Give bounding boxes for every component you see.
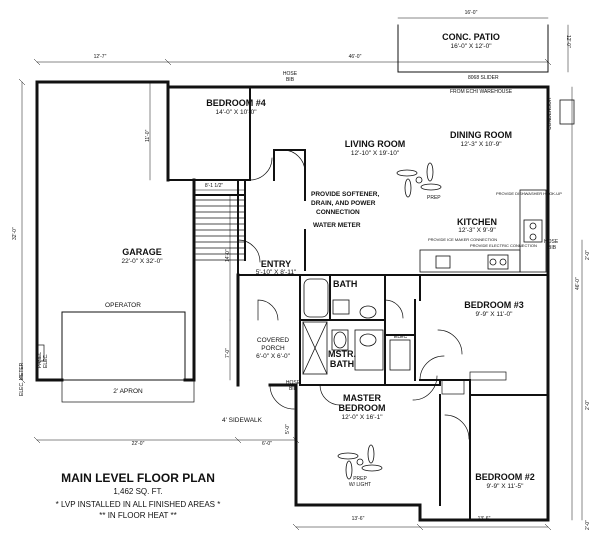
condensor-unit (559, 99, 575, 125)
panel-box (37, 344, 45, 362)
bath-fixtures (302, 278, 411, 375)
bedroom4-size: 14'-0" X 10'-0" (215, 109, 257, 116)
dim-bottom-right: 13'-6" (477, 516, 491, 522)
apron (61, 379, 195, 403)
dishwasher-label: PROVIDE DISHWASHER HOOK-UP (496, 191, 562, 196)
patio-outline (397, 24, 549, 73)
dim-porch-offset: 5'-0" (285, 424, 291, 434)
kitchen-name: KITCHEN (457, 217, 497, 227)
kitchen-size: 12'-3" X 9'-9" (458, 227, 496, 234)
dim-stair-width: 8'-1 1/2" (204, 183, 224, 189)
door-swings (237, 149, 470, 440)
dim-garage-depth: 32'-0" (12, 227, 18, 240)
garage-size: 22'-0" X 32'-0" (121, 258, 163, 265)
slider-label: 8068 SLIDER (468, 75, 499, 81)
master-fan-prep: PREP (353, 476, 367, 482)
softener-line2: DRAIN, AND POWER (311, 200, 376, 207)
dim-bottom-left: 13'-6" (351, 516, 365, 522)
garage-door (61, 311, 186, 381)
dim-house-depth: 46'-0" (575, 277, 581, 290)
hose-bib-porch-2: BIB (288, 386, 298, 392)
hose-bib-porch-1: HOSE (285, 380, 301, 386)
patio-name: CONC. PATIO (442, 32, 500, 42)
ceiling-fan-living (396, 162, 442, 198)
operator-label: OPERATOR (105, 302, 141, 309)
warehouse-label: FROM ECHI WAREHOUSE (450, 89, 513, 95)
bedroom3-name: BEDROOM #3 (464, 300, 524, 310)
master-fan-light: W/ LIGHT (348, 482, 372, 488)
plan-note-heat: ** IN FLOOR HEAT ** (99, 511, 177, 520)
dim-porch-depth: 7'-0" (225, 348, 231, 358)
hose-bib-top-2: BIB (285, 77, 295, 83)
porch-name1: COVERED (256, 337, 290, 344)
dining-name: DINING ROOM (450, 130, 512, 140)
kitchen-cabinets (419, 189, 547, 273)
dim-porch-width: 6'-0" (262, 441, 272, 447)
dim-patio-width: 16'-0" (464, 10, 478, 16)
mstr-bath-name1: MSTR. (328, 349, 356, 359)
sidewalk-label: 4' SIDEWALK (222, 417, 263, 424)
bedroom3-closet (469, 371, 507, 381)
living-name: LIVING ROOM (344, 139, 406, 149)
panel-elec-label: ELEC. (43, 353, 49, 368)
living-size: 12'-10" X 19'-10" (350, 150, 400, 157)
dim-garage-width: 22'-0" (131, 441, 145, 447)
master-name1: MASTER (343, 393, 381, 403)
hose-bib-top-1: HOSE (282, 71, 298, 77)
dim-house-top: 46'-0" (348, 54, 362, 60)
plan-title: MAIN LEVEL FLOOR PLAN (61, 471, 215, 485)
freezer-label: PROVIDE ELECTRIC CONNECTION (470, 243, 537, 248)
plan-note-lvp: * LVP INSTALLED IN ALL FINISHED AREAS * (55, 500, 221, 509)
hose-bib-right-2: BIB (548, 245, 557, 251)
bedroom2-name: BEDROOM #2 (475, 472, 535, 482)
water-meter-label: WATER METER (313, 222, 361, 229)
interior-walls (167, 86, 549, 521)
porch-size: 6'-0" X 6'-0" (256, 353, 290, 360)
mstr-bath-name2: BATH (329, 359, 355, 369)
tick-marks (18, 58, 552, 531)
apron-label: 2' APRON (113, 388, 143, 395)
dimension-lines (21, 17, 583, 528)
softener-line1: PROVIDE SOFTENER, (311, 191, 380, 198)
bath-name: BATH (333, 279, 358, 289)
elec-meter-label: ELEC. METER (19, 362, 25, 396)
entry-size: 5'-10" X 8'-11" (255, 269, 297, 276)
master-size: 12'-0" X 16'-1" (341, 414, 383, 421)
condensor-label: CONDENSOR (547, 97, 553, 130)
hose-bib-right-1: HOSE (544, 239, 559, 245)
softener-line3: CONNECTION (316, 209, 360, 216)
dim-offset-3: 2'-0" (585, 250, 591, 260)
dim-offset-2: 2'-0" (585, 400, 591, 410)
bath-elec-label: ELEC (394, 334, 408, 340)
patio-size: 16'-0" X 12'-0" (450, 43, 492, 50)
bedroom3-size: 9'-9" X 11'-0" (475, 311, 513, 318)
dim-stair-length: 14'-0" (225, 249, 231, 262)
porch-name2: PORCH (261, 345, 285, 352)
ceiling-fan-master (337, 444, 383, 480)
icemaker-label: PROVIDE ICE MAKER CONNECTION (428, 237, 498, 242)
fan-prep-label: PREP (427, 195, 441, 201)
dining-size: 12'-3" X 10'-9" (460, 141, 502, 148)
entry-name: ENTRY (260, 259, 292, 269)
master-name2: BEDROOM (338, 403, 386, 413)
closet-shelving (441, 379, 465, 395)
plan-sqft: 1,462 SQ. FT. (113, 487, 163, 496)
dim-patio-depth: 12'-0" (565, 35, 571, 48)
dim-bedroom4-depth: 11'-0" (145, 129, 151, 142)
garage-name: GARAGE (122, 247, 162, 257)
dim-offset-1: 2'-0" (585, 520, 591, 530)
stairs (195, 199, 245, 261)
bedroom2-size: 9'-9" X 11'-5" (486, 483, 524, 490)
bedroom4-name: BEDROOM #4 (206, 98, 266, 108)
dim-garage-top: 12'-7" (93, 54, 107, 60)
